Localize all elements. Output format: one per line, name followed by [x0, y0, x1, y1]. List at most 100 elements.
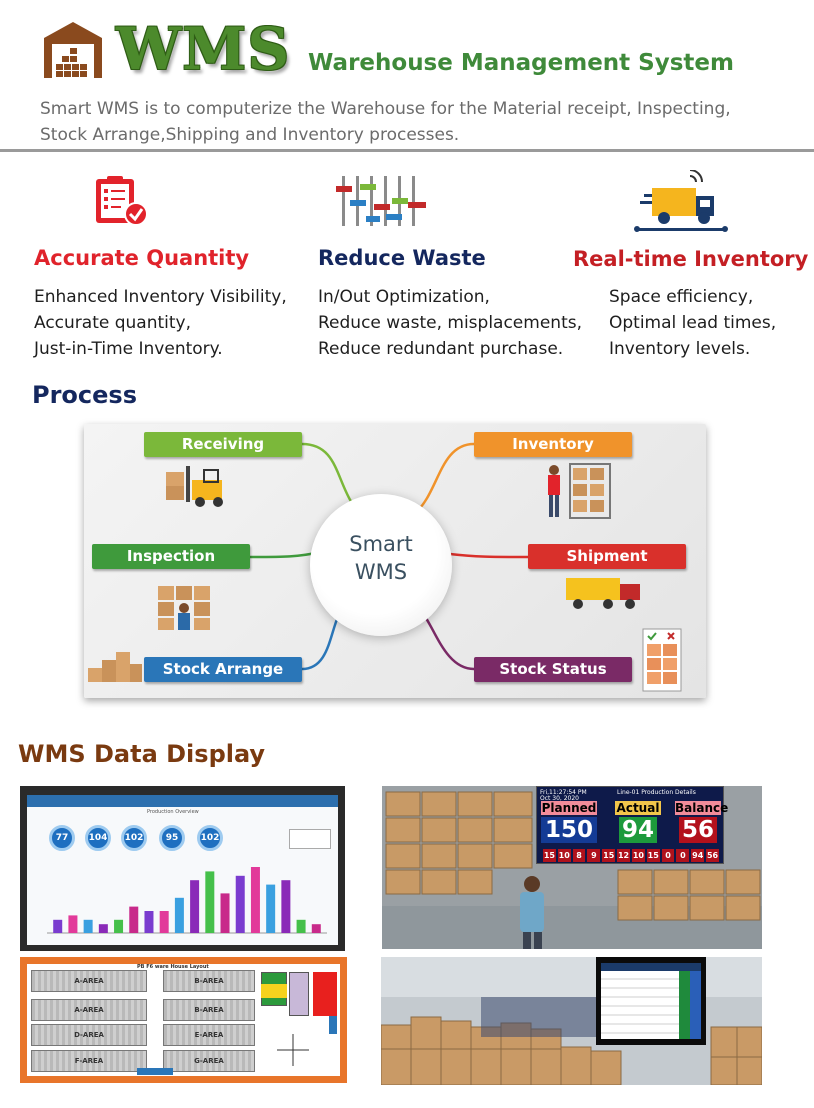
area-block: A-AREA [31, 999, 147, 1021]
kpi-circle: 95 [159, 825, 185, 851]
area-block: E-AREA [163, 1024, 255, 1046]
area-block: B-AREA [163, 970, 255, 992]
board-title: Line-01 Production Details [617, 789, 696, 796]
benefit-title-accurate-quantity: Accurate Quantity [34, 246, 250, 270]
dashboard-info-box [289, 829, 331, 849]
compass-icon [277, 1034, 309, 1066]
benefit-line: Reduce redundant purchase. [318, 339, 564, 359]
sliders-icon [336, 176, 426, 226]
benefit-line: Enhanced Inventory Visibility, [34, 287, 287, 307]
zone-purple [289, 972, 309, 1016]
chart-bar [281, 880, 291, 933]
hour-value: 9 [587, 849, 601, 862]
chart-bar [114, 919, 124, 933]
metric-label-balance: Balance [675, 801, 729, 815]
area-block: D-AREA [31, 1024, 147, 1046]
inventory-monitor [596, 957, 706, 1045]
hour-value: 10 [557, 849, 571, 862]
warehouse-monitor-photo [381, 957, 762, 1085]
chart-bar [53, 919, 63, 933]
kpi-circle: 102 [197, 825, 223, 851]
benefit-line: Reduce waste, misplacements, [318, 313, 582, 333]
dashboard-topbar [27, 795, 338, 807]
zone-red [313, 972, 337, 1016]
process-step-stock-status: Stock Status [474, 657, 632, 682]
chart-bar [68, 915, 78, 933]
zone-yellow [261, 984, 287, 998]
benefit-desc-real-time-inventory: Space efficiency, Optimal lead times, In… [609, 284, 776, 362]
hour-value: 15 [646, 849, 660, 862]
hourly-digits: 15 10 8 9 15 12 10 15 0 0 94 56 [543, 849, 719, 862]
chart-bar [144, 911, 154, 933]
hour-value: 8 [572, 849, 586, 862]
warehouse-layout-map: PB F6 ware House Layout A-AREA B-AREA A-… [20, 957, 347, 1083]
process-step-receiving: Receiving [144, 432, 302, 457]
chart-bar [205, 871, 215, 933]
hub-line: WMS [354, 560, 408, 584]
chart-bar [159, 911, 169, 933]
process-step-inspection: Inspection [92, 544, 250, 569]
chart-bar [250, 867, 260, 933]
chart-bar [266, 884, 276, 933]
production-board: Fri,11:27:54 PM Oct 30, 2020 Line-01 Pro… [536, 786, 729, 864]
benefit-line: Accurate quantity, [34, 313, 192, 333]
benefit-line: Just-in-Time Inventory. [34, 339, 223, 359]
warehouse-logo-icon [44, 22, 102, 78]
chart-bar [190, 880, 200, 933]
hour-value: 56 [706, 849, 719, 862]
monitor-screen [601, 963, 701, 1039]
process-step-inventory: Inventory [474, 432, 632, 457]
chart-bar [98, 924, 108, 933]
kpi-circle: 104 [85, 825, 111, 851]
forklift-icon [166, 466, 223, 507]
layout-title: PB F6 ware House Layout [137, 964, 209, 970]
hour-value: 94 [691, 849, 705, 862]
process-diagram: Smart WMS Receiving Inspection Stock Arr… [84, 424, 706, 698]
dashboard-bar-chart [47, 867, 327, 934]
stacked-boxes-icon [88, 652, 142, 682]
process-step-shipment: Shipment [528, 544, 686, 569]
chart-bar [83, 919, 93, 933]
hub-line: Smart [349, 532, 413, 556]
chart-bar [220, 893, 230, 933]
data-display-section-title: WMS Data Display [18, 740, 266, 768]
benefit-line: In/Out Optimization, [318, 287, 490, 307]
stock-status-board-icon [642, 628, 682, 692]
benefit-desc-reduce-waste: In/Out Optimization, Reduce waste, mispl… [318, 284, 582, 362]
gate-marker [137, 1068, 173, 1075]
benefit-title-real-time-inventory: Real-time Inventory [573, 247, 809, 271]
kpi-circle: 77 [49, 825, 75, 851]
metric-label-actual: Actual [615, 801, 661, 815]
process-step-stock-arrange: Stock Arrange [144, 657, 302, 682]
header-divider [0, 149, 814, 152]
intro-text: Smart WMS is to computerize the Warehous… [40, 96, 780, 148]
area-block: F-AREA [31, 1050, 147, 1072]
metric-value-planned: 150 [541, 817, 597, 843]
board-time: Fri,11:27:54 PM [540, 789, 587, 796]
inventory-worker-icon [548, 463, 611, 519]
area-block: G-AREA [163, 1050, 255, 1072]
zone-blue [329, 1016, 337, 1034]
production-board-photo: Fri,11:27:54 PM Oct 30, 2020 Line-01 Pro… [382, 786, 762, 949]
logo-text: WMS [116, 15, 291, 83]
page-subtitle: Warehouse Management System [308, 50, 734, 76]
metric-value-balance: 56 [679, 817, 717, 843]
metric-value-actual: 94 [619, 817, 657, 843]
chart-bar [129, 906, 139, 933]
tracking-truck-icon [634, 170, 728, 232]
area-block: B-AREA [163, 999, 255, 1021]
dashboard-display: Production Overview 77 104 102 95 102 [27, 795, 338, 945]
area-block: A-AREA [31, 970, 147, 992]
chart-bar [235, 875, 245, 933]
smart-wms-hub: Smart WMS [310, 494, 452, 636]
benefit-desc-accurate-quantity: Enhanced Inventory Visibility, Accurate … [34, 284, 287, 362]
hour-value: 10 [631, 849, 645, 862]
chart-bar [296, 919, 306, 933]
shipment-truck-icon [566, 578, 640, 609]
checklist-icon [96, 176, 148, 226]
board-date: Oct 30, 2020 [540, 795, 579, 802]
hour-value: 12 [617, 849, 630, 862]
intro-line: Stock Arrange,Shipping and Inventory pro… [40, 125, 460, 145]
hour-value: 0 [661, 849, 675, 862]
benefit-line: Inventory levels. [609, 339, 751, 359]
